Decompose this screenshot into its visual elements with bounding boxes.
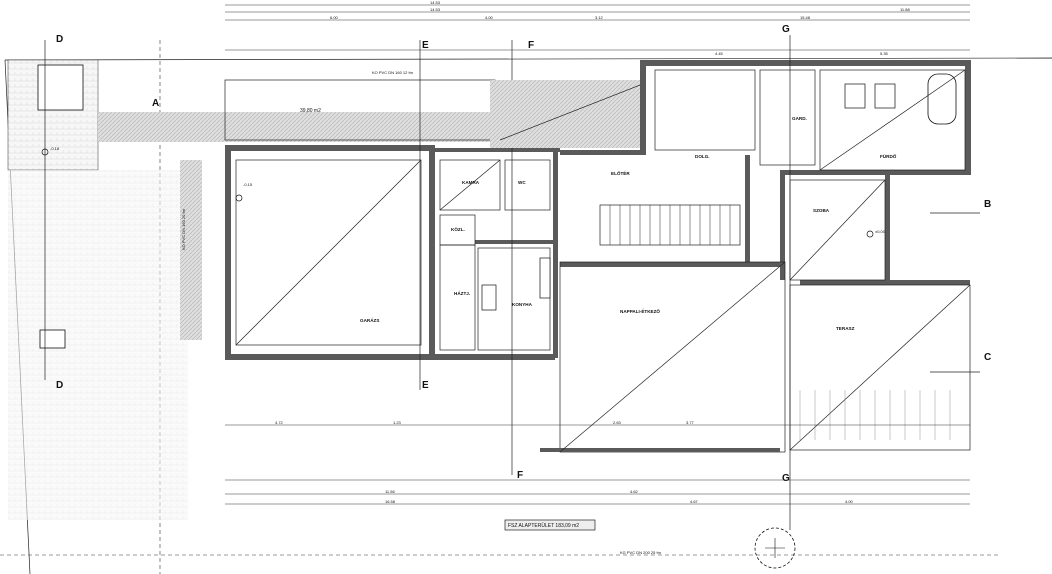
- room-office: DOLG.: [695, 154, 710, 159]
- room-pantry: KAMRA: [462, 180, 480, 185]
- room-wardrobe: GARD.: [792, 116, 807, 121]
- section-D-top: D: [56, 34, 63, 45]
- dim-b4: 4.00: [845, 499, 854, 504]
- top-dimensions: 14.53 14.53 11.88 6.00 4.00 3.12 4.45 5.…: [225, 0, 970, 56]
- dim-d3: 3.12: [595, 15, 604, 20]
- section-B: B: [984, 199, 991, 210]
- stairs: ELŐTÉR: [599, 169, 741, 246]
- dim-b5: 1.23: [393, 420, 402, 425]
- dim-b6: 16.58: [385, 499, 396, 504]
- room-wc: WC: [518, 180, 526, 185]
- section-F-top: F: [528, 40, 534, 51]
- section-F-bottom: F: [517, 470, 523, 481]
- bottom-dimensions: 4.72 1.23 2.63 3.77 11.56 4.62 4.67 4.00…: [225, 420, 970, 505]
- section-G-top: G: [782, 24, 790, 35]
- section-E-bottom: E: [422, 380, 429, 391]
- pipe-top-note: KO PVC DN 160 12 fm: [372, 70, 414, 75]
- room-hall: HÁZTJ.: [454, 290, 470, 296]
- living-room: NAPPALI-ÉTKEZŐ: [559, 261, 786, 453]
- dim-b3: 4.67: [690, 499, 699, 504]
- floor-area-box: FSZ ALAPTERÜLET 183,09 m2: [504, 519, 596, 531]
- terrace: TERASZ: [789, 284, 971, 451]
- dim-d1: 6.00: [330, 15, 339, 20]
- pipe-left-note: KO PVC DN 160 20 fm: [181, 208, 186, 250]
- level-markers: ±0,00 -0,15 -0,18: [41, 146, 886, 238]
- dim-d4: 4.45: [715, 51, 724, 56]
- pipe-notes: KO PVC DN 160 12 fm KG PVC DN 200 25 fm …: [181, 70, 662, 555]
- dim-overall-c: 11.88: [900, 7, 910, 12]
- dim-overall-a: 14.53: [430, 0, 441, 5]
- room-terrace: TERASZ: [836, 326, 855, 331]
- level-b: -0,15: [243, 182, 253, 187]
- pipe-bottom-note: KG PVC DN 200 25 fm: [620, 550, 662, 555]
- section-A: A: [152, 98, 159, 109]
- room-bedroom: SZOBA: [813, 208, 830, 213]
- yard-enclosure: 39,80 m2: [224, 40, 641, 475]
- section-E-top: E: [422, 40, 429, 51]
- tree-symbol: [754, 527, 796, 569]
- level-a: ±0,00: [875, 229, 886, 234]
- section-G-bottom: G: [782, 473, 790, 484]
- dim-b7: 2.63: [613, 420, 622, 425]
- section-C: C: [984, 352, 991, 363]
- room-vestibule: ELŐTÉR: [611, 169, 630, 176]
- room-kitchen: KONYHA: [512, 302, 533, 307]
- room-corridor: KÖZL.: [451, 226, 465, 232]
- building-walls: [225, 60, 971, 453]
- floor-area-label: FSZ ALAPTERÜLET 183,09 m2: [508, 522, 579, 529]
- section-D-bottom: D: [56, 380, 63, 391]
- dim-overall-b: 14.53: [430, 7, 441, 12]
- dim-b1: 11.56: [385, 489, 395, 494]
- dim-d2: 4.00: [485, 15, 494, 20]
- left-yard: [7, 59, 188, 520]
- yard-area-label: 39,80 m2: [300, 108, 321, 114]
- dim-b2: 4.62: [630, 489, 639, 494]
- dim-d5: 5.35: [880, 51, 889, 56]
- garage: GARÁZS: [235, 159, 422, 346]
- level-c: -0,18: [50, 146, 60, 151]
- central-rooms: KAMRA WC KÖZL. HÁZTJ. KONYHA: [439, 159, 551, 351]
- upper-right-rooms: DOLG. GARD. FÜRDŐ SZOBA: [654, 69, 966, 281]
- dim-b9: 4.72: [275, 420, 284, 425]
- dim-d6: 15.48: [800, 15, 811, 20]
- room-bath: FÜRDŐ: [880, 153, 897, 159]
- section-markers: D D E E F F G G A B C: [44, 24, 991, 530]
- room-garage: GARÁZS: [360, 317, 379, 323]
- dim-b8: 3.77: [686, 420, 695, 425]
- room-living: NAPPALI-ÉTKEZŐ: [620, 307, 660, 314]
